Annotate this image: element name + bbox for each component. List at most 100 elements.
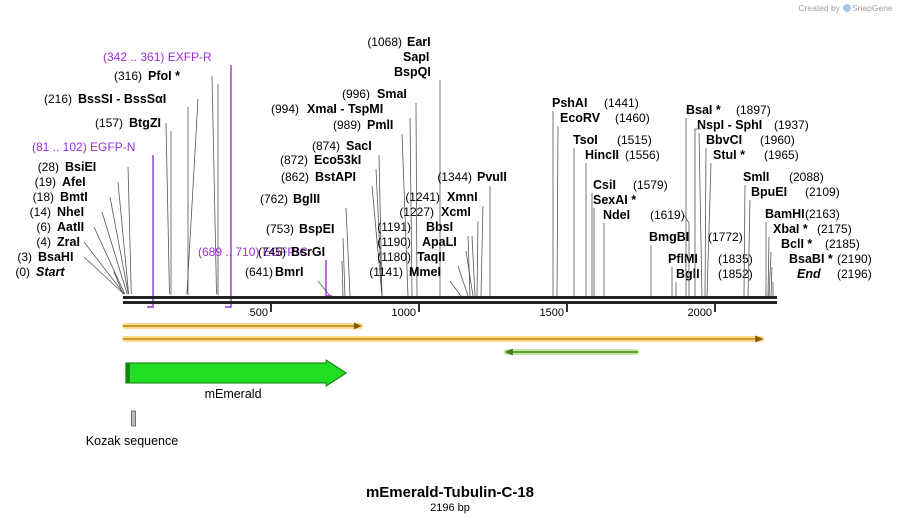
site-label: SmaI [377,87,407,101]
dna-backbone-bottom [123,301,777,304]
site-leader-line [704,147,707,297]
site-label: NdeI [603,208,630,222]
site-leader-line [342,237,346,297]
site-label: BstAPI [315,170,356,184]
primer-line [325,260,332,297]
site-position: (4) [36,235,51,249]
site-leader-line [127,166,132,295]
site-position: (2109) [805,185,840,199]
site-label-left: BsaHI [38,250,73,264]
site-label: BsrGI [291,245,325,259]
site-label: XmnI [447,190,478,204]
site-leader-line [371,185,383,297]
site-position: (874) [312,139,340,153]
site-label: BamHI [765,207,805,221]
memerald-feature-label: mEmerald [205,387,262,401]
site-label: CsiI [593,178,616,192]
site-label-left: BsiEI [65,160,96,174]
site-leader-line [83,241,125,295]
site-position: (1191) [377,220,411,234]
site-position: (2175) [817,222,852,236]
site-leader-line [101,211,128,295]
kozak-feature-box[interactable] [131,410,136,427]
site-leader-line [345,207,351,297]
site-position: (641) [245,265,273,279]
primer-label: (689 .. 710) EGFP-C [198,245,308,259]
site-leader-line [743,184,746,297]
site-label-left: PfoI * [148,69,180,83]
orf-arrow-reverse-head [504,348,513,356]
site-label: NspI - SphI [697,118,762,132]
map-length: 2196 bp [430,502,470,514]
site-leader-line [768,251,772,297]
memerald-feature-start-mark [125,363,130,383]
site-leader-line [706,162,712,297]
site-leader-line [694,128,701,296]
site-position: (1141) [369,265,403,279]
site-position: (3) [17,250,32,264]
site-label: BglI [676,267,700,281]
site-position: (1960) [760,133,795,147]
site-leader-line [449,280,462,297]
orf-arrow-short-head [353,322,362,330]
site-position: (1190) [377,235,411,249]
site-position: (862) [281,170,309,184]
site-leader-line [93,226,126,295]
site-leader-line [747,199,751,297]
site-label: SmlI [743,170,769,184]
site-label: StuI * [713,148,745,162]
site-position: (1619) [650,208,685,222]
site-label-left: BssSI - BssSαI [78,92,166,106]
site-leader-line [341,260,344,297]
site-position: (6) [36,220,51,234]
site-position: (1772) [708,230,743,244]
watermark-text: Created by [798,3,840,13]
site-label-left: ZraI [57,235,80,249]
site-position: (1965) [764,148,799,162]
site-label-start: Start [36,265,65,279]
site-leader-line [556,125,559,297]
site-leader-line [375,168,383,297]
site-position: (2196) [837,267,872,281]
site-position: (1460) [615,111,650,125]
site-label: BglII [293,192,320,206]
site-label: MmeI [409,265,441,279]
site-position: (14) [30,205,51,219]
site-leader-line [117,181,130,295]
watermark-brand: SnapGene [852,3,893,13]
primer-label: (81 .. 102) EGFP-N [32,140,135,154]
site-label: Eco53kI [314,153,361,167]
site-label: BsaBI * [789,252,833,266]
primer-label: (342 .. 361) EXFP-R [103,50,212,64]
site-leader-line [109,196,129,295]
site-position: (28) [38,160,59,174]
site-position: (1068) [367,35,402,49]
site-position: (19) [35,175,56,189]
memerald-feature-arrow[interactable] [125,359,348,387]
site-position: (1441) [604,96,639,110]
site-position: (0) [15,265,30,279]
site-label: PshAI [552,96,587,110]
dna-backbone-top [123,296,777,299]
site-leader-line [480,205,484,297]
site-label: XbaI * [773,222,808,236]
map-title: mEmerald-Tubulin-C-18 [366,484,534,501]
site-position: (1180) [377,250,411,264]
site-position: (994) [271,102,299,116]
site-label: ApaLI [422,235,457,249]
site-leader-line [409,117,413,297]
site-leader-line [457,265,469,297]
site-label: BbvCI [706,133,742,147]
site-label: TaqII [417,250,445,264]
site-leader-line [698,132,703,297]
site-leader-line [378,154,383,297]
primer-line [225,65,232,308]
site-label-left: NheI [57,205,84,219]
site-label: SapI [403,50,429,64]
site-position: (989) [333,118,361,132]
site-label: BmgBI [649,230,689,244]
site-leader-line [401,133,409,297]
site-position: (2190) [837,252,872,266]
